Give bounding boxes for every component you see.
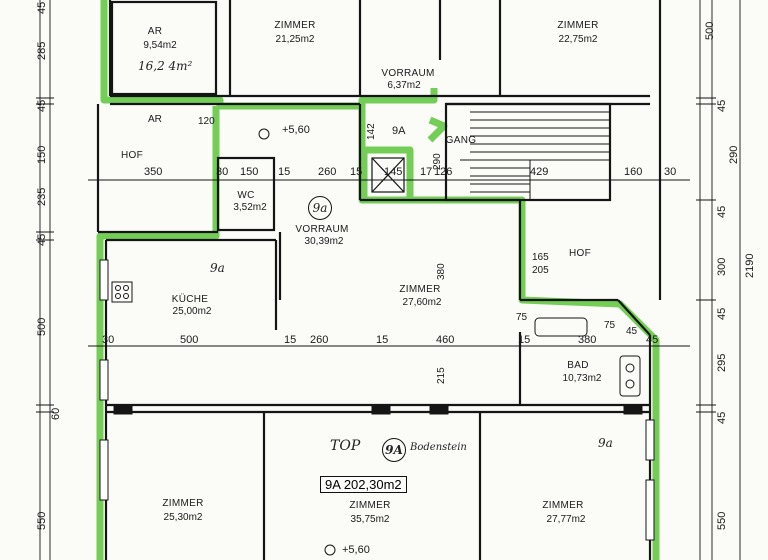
dim-row1-7: 17 xyxy=(420,166,433,178)
zimmer-bottom-right-area: 27,77m2 xyxy=(546,514,586,525)
zimmer-top-left-area: 21,25m2 xyxy=(275,34,315,45)
dim-row1-1: 30 xyxy=(216,166,229,178)
dim-row2-6: 15 xyxy=(518,334,531,346)
dim-misc-12: 75 xyxy=(604,320,616,331)
windows xyxy=(99,259,655,541)
dim-left-8: 60 xyxy=(50,407,62,420)
ar-note: 16,2 4m² xyxy=(138,59,193,73)
zimmer-bottom-right-name: ZIMMER xyxy=(542,500,584,511)
kueche-hand-tag: 9a xyxy=(210,261,225,275)
kueche-area: 25,00m2 xyxy=(172,306,212,317)
dim-row1-11: 30 xyxy=(664,166,677,178)
dim-misc-0: 142 xyxy=(366,123,377,140)
gang-name: GANG xyxy=(445,135,477,146)
stair-treads xyxy=(460,111,610,200)
dim-total-right: 2190 xyxy=(744,253,756,278)
dim-row1-5: 15 xyxy=(350,166,363,178)
dimension-lines xyxy=(36,0,741,560)
dim-row1-6: 145 xyxy=(384,166,403,178)
dim-left-9: 550 xyxy=(36,511,48,530)
ar-door-num: 120 xyxy=(198,116,215,127)
total-unit: 9A xyxy=(325,477,341,492)
dim-row1-4: 260 xyxy=(318,166,337,178)
dim-row1-3: 15 xyxy=(278,166,291,178)
wc-name: WC xyxy=(237,190,255,201)
dim-row1-8: 126 xyxy=(434,166,453,178)
hof-left-name: HOF xyxy=(120,150,144,161)
zimmer-bottom-left-area: 25,30m2 xyxy=(163,512,203,523)
dim-right-3: 45 xyxy=(716,205,728,218)
zimmer-top-right-name: ZIMMER xyxy=(557,20,599,31)
elevation-bottom: +5,60 xyxy=(342,544,370,556)
dim-right-8: 550 xyxy=(716,511,728,530)
dim-left-0: 45 xyxy=(36,1,48,14)
dim-misc-4: 165 xyxy=(532,252,549,263)
zimmer-mid-name: ZIMMER xyxy=(399,284,441,295)
dim-row2-7: 380 xyxy=(578,334,597,346)
right-hand-tag: 9a xyxy=(598,436,613,450)
ar-name: AR xyxy=(147,26,163,37)
dim-row2-5: 460 xyxy=(436,334,455,346)
walls xyxy=(96,0,662,560)
elevation-top: +5,60 xyxy=(282,124,310,136)
dim-right-6: 295 xyxy=(716,353,728,372)
vorraum-main-name: VORRAUM xyxy=(295,224,349,235)
dim-row2-8: 45 xyxy=(646,334,659,346)
total-area: 202,30m2 xyxy=(343,477,402,492)
dim-left-3: 150 xyxy=(36,145,48,164)
unit-area-box: 9A 202,30m2 xyxy=(320,476,407,493)
dim-misc-13: 45 xyxy=(626,326,638,337)
lift-shaft xyxy=(371,157,405,193)
dim-misc-2: 380 xyxy=(436,263,447,280)
dim-row2-1: 500 xyxy=(180,334,199,346)
dim-misc-1: 290 xyxy=(432,153,443,170)
dim-left-4: 235 xyxy=(36,187,48,206)
dim-right-1: 45 xyxy=(716,99,728,112)
ar-door-label: AR xyxy=(148,114,162,125)
dim-misc-3: 215 xyxy=(436,367,447,384)
top-stamp: TOP xyxy=(330,438,361,454)
zimmer-bottom-left-name: ZIMMER xyxy=(162,498,204,509)
dim-left-1: 285 xyxy=(36,41,48,60)
dim-row1-2: 150 xyxy=(240,166,259,178)
dim-right-7: 45 xyxy=(716,411,728,424)
dim-row1-10: 160 xyxy=(624,166,643,178)
dim-left-2: 45 xyxy=(36,99,48,112)
fixtures xyxy=(111,128,643,556)
wc-area: 3,52m2 xyxy=(233,202,267,213)
dim-right-4: 300 xyxy=(716,257,728,276)
dim-right-0: 500 xyxy=(704,21,716,40)
dim-row2-3: 260 xyxy=(310,334,329,346)
dim-right-2: 290 xyxy=(728,145,740,164)
ar-area: 9,54m2 xyxy=(143,40,177,51)
dim-row2-2: 15 xyxy=(284,334,297,346)
bad-area: 10,73m2 xyxy=(562,373,602,384)
dim-left-6: 500 xyxy=(36,317,48,336)
top-stamp-note: Bodenstein xyxy=(410,442,467,453)
dim-misc-11: 75 xyxy=(516,312,528,323)
vorraum-top-area: 6,37m2 xyxy=(387,80,421,91)
dim-row1-9: 429 xyxy=(530,166,549,178)
zimmer-top-left-name: ZIMMER xyxy=(274,20,316,31)
dim-row2-4: 15 xyxy=(376,334,389,346)
zimmer-top-right-area: 22,75m2 xyxy=(558,34,598,45)
top-stamp-unit: 9A xyxy=(382,438,406,462)
hof-right-name: HOF xyxy=(568,248,592,259)
unit-tag-hand: 9a xyxy=(308,196,332,220)
bad-name: BAD xyxy=(567,360,589,371)
vorraum-main-area: 30,39m2 xyxy=(304,236,344,247)
dim-right-5: 45 xyxy=(716,307,728,320)
vorraum-top-name: VORRAUM xyxy=(381,68,435,79)
dim-row2-0: 30 xyxy=(102,334,115,346)
zimmer-bottom-mid-name: ZIMMER xyxy=(349,500,391,511)
zimmer-mid-area: 27,60m2 xyxy=(402,297,442,308)
kueche-name: KÜCHE xyxy=(171,294,209,305)
dim-left-5: 45 xyxy=(36,233,48,246)
dim-row1-0: 350 xyxy=(144,166,163,178)
zimmer-bottom-mid-area: 35,75m2 xyxy=(350,514,390,525)
unit-tag: 9A xyxy=(392,125,406,137)
dim-misc-5: 205 xyxy=(532,265,549,276)
